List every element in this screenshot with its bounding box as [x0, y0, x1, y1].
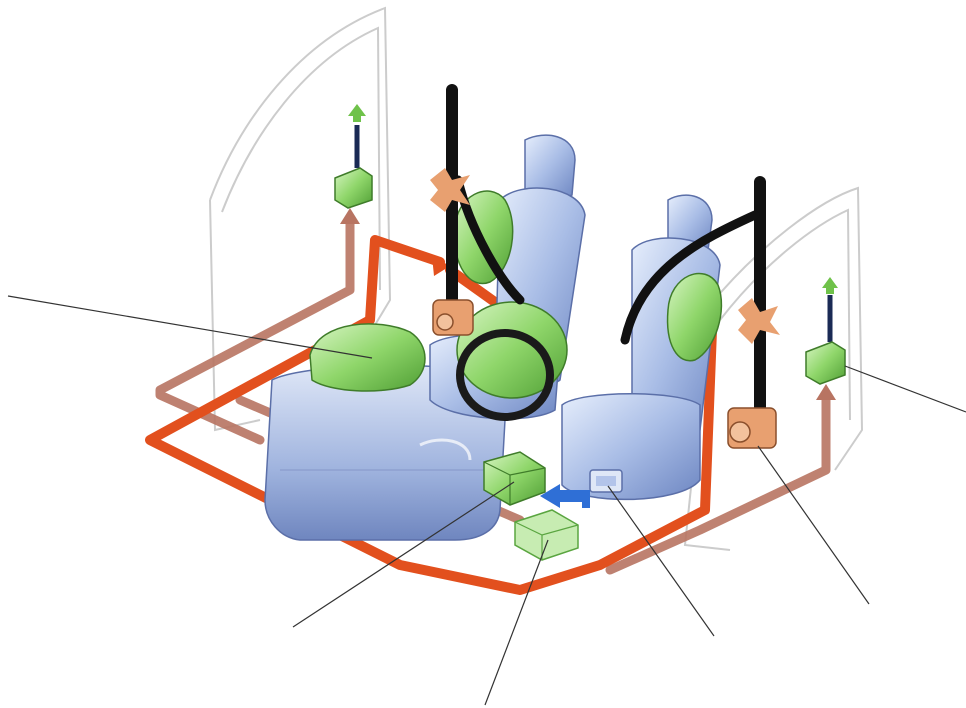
callout-line-crash-sensor	[485, 540, 548, 705]
wiring-arrow-up-left	[340, 208, 360, 224]
door-sensor-left	[335, 104, 372, 208]
crash-sensor-module	[515, 510, 578, 560]
door-sensor-right	[806, 277, 845, 384]
seat-occupancy-sensor	[590, 470, 622, 492]
wiring-arrow-up-right	[816, 384, 836, 400]
driver-belt-pretensioner	[433, 300, 473, 335]
callout-line-door-sensor	[845, 366, 966, 412]
passenger-belt-pretensioner	[728, 408, 776, 448]
callout-line-pretensioner	[758, 446, 869, 604]
